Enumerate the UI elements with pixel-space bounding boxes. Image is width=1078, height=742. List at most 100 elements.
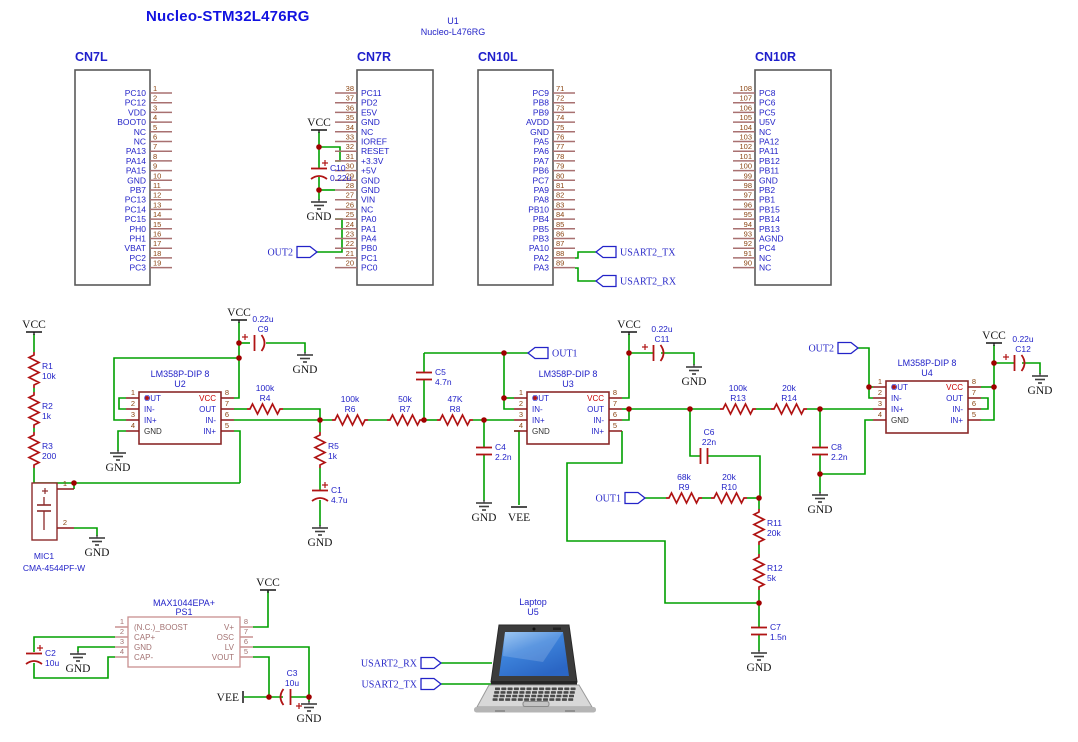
cap-label: C7 <box>770 622 781 632</box>
pin-number: 76 <box>556 133 564 142</box>
pin-name: BOOT0 <box>117 117 146 127</box>
ic-body <box>127 616 241 668</box>
pin-number: 28 <box>346 181 354 190</box>
global-label-USART2_RX: USART2_RX <box>594 274 677 288</box>
capacitor-C4: C42.2n <box>476 442 512 462</box>
pin-number: 8 <box>153 152 157 161</box>
pin-name: PB4 <box>533 214 549 224</box>
cap-label: 0.22u <box>330 173 352 183</box>
pin-name: OUT <box>199 405 216 414</box>
pin-name: PC8 <box>759 88 776 98</box>
pin-number: 92 <box>744 239 752 248</box>
opamp-U2: LM358P-DIP 8U21OUT2IN-3IN+4GND8VCC7OUT6I… <box>126 369 234 445</box>
pin-number: 108 <box>739 84 752 93</box>
pin-number: 7 <box>153 142 157 151</box>
resistor-ref: R9 <box>679 482 690 492</box>
laptop-value: Laptop <box>519 597 547 607</box>
pin-number: 8 <box>972 377 976 386</box>
pin-name: CAP+ <box>134 633 155 642</box>
wire <box>503 353 514 410</box>
pin-name: RESET <box>361 146 389 156</box>
pin-name: PC4 <box>759 243 776 253</box>
pin-number: 4 <box>131 421 135 430</box>
resistor-value: 47K <box>447 394 462 404</box>
gnd-symbol: GND <box>682 364 706 388</box>
wire <box>708 455 761 498</box>
pin-number: 71 <box>556 84 564 93</box>
pin-name: PH0 <box>129 224 146 234</box>
gnd-label: GND <box>1028 385 1053 397</box>
pin-name: PA9 <box>534 185 550 195</box>
pin-number: 6 <box>153 133 157 142</box>
resistor-ref: R10 <box>721 482 737 492</box>
pin-name: PB15 <box>759 204 780 214</box>
pin-number: 23 <box>346 230 354 239</box>
connector-CN10L: CN10L71PC972PB873PB974AVDD75GND76PA577PA… <box>477 50 575 286</box>
resistor-value: 100k <box>729 383 748 393</box>
wire <box>689 409 700 457</box>
wire <box>234 322 240 399</box>
connector-body <box>74 69 151 286</box>
pin-name: PA14 <box>126 156 146 166</box>
resistor-ref: R3 <box>42 441 53 451</box>
junction-dot <box>481 417 487 423</box>
pin-name: PA2 <box>534 253 550 263</box>
pin-name: GND <box>127 175 146 185</box>
gnd-symbol: GND <box>106 450 130 474</box>
pin-number: 1 <box>878 377 882 386</box>
pin-name: PC7 <box>532 175 549 185</box>
pin-number: 3 <box>120 637 124 646</box>
pin-name: +5V <box>361 166 377 176</box>
opamp-body <box>138 391 222 445</box>
pin-number: 20 <box>346 259 354 268</box>
vcc-symbol: VCC <box>22 319 46 335</box>
cap-label: C10 <box>330 163 346 173</box>
ic-ref: PS1 <box>175 607 192 617</box>
pin-name: PB3 <box>533 234 549 244</box>
pin-number: 90 <box>744 259 752 268</box>
pin-name: NC <box>759 127 771 137</box>
pin-name: VCC <box>946 383 963 392</box>
junction-dot <box>991 384 997 390</box>
flag-text: USART2_RX <box>361 659 418 670</box>
wire <box>858 347 873 399</box>
junction-dot <box>501 350 507 356</box>
pin-number: 91 <box>744 249 752 258</box>
vee-label: VEE <box>508 512 530 524</box>
wire <box>74 527 98 536</box>
pin-name: NC <box>134 137 146 147</box>
capacitor-C1: C14.7u <box>311 482 348 505</box>
wire <box>77 646 115 652</box>
ic-PS1: MAX1044EPA+PS11(N.C.)_BOOST2CAP+3GND4CAP… <box>115 598 253 668</box>
vcc-label: VCC <box>227 307 251 319</box>
pin-name: PB0 <box>361 243 377 253</box>
pin-name: +3.3V <box>361 156 384 166</box>
pin-name: PA7 <box>534 156 550 166</box>
pin-number: 73 <box>556 103 564 112</box>
resistor-body <box>720 402 756 416</box>
pin-number: 8 <box>613 388 617 397</box>
vcc-label: VCC <box>22 319 46 331</box>
resistor-ref: R8 <box>450 404 461 414</box>
pin-number: 37 <box>346 94 354 103</box>
pin-name: VDD <box>128 107 146 117</box>
vee-label: VEE <box>217 692 239 704</box>
wire <box>253 646 310 697</box>
pin-name: IN+ <box>591 427 604 436</box>
wire <box>266 342 306 353</box>
cap-label: C4 <box>495 442 506 452</box>
pin-number: 29 <box>346 171 354 180</box>
pin-number: 3 <box>153 103 157 112</box>
pin-number: 93 <box>744 230 752 239</box>
pin-number: 21 <box>346 249 354 258</box>
pin1-marker <box>892 385 896 389</box>
webcam-dot <box>532 627 536 631</box>
wire <box>622 409 630 421</box>
connector-body <box>754 69 832 286</box>
pin-number: 19 <box>153 259 161 268</box>
pin-name: VCC <box>199 394 216 403</box>
